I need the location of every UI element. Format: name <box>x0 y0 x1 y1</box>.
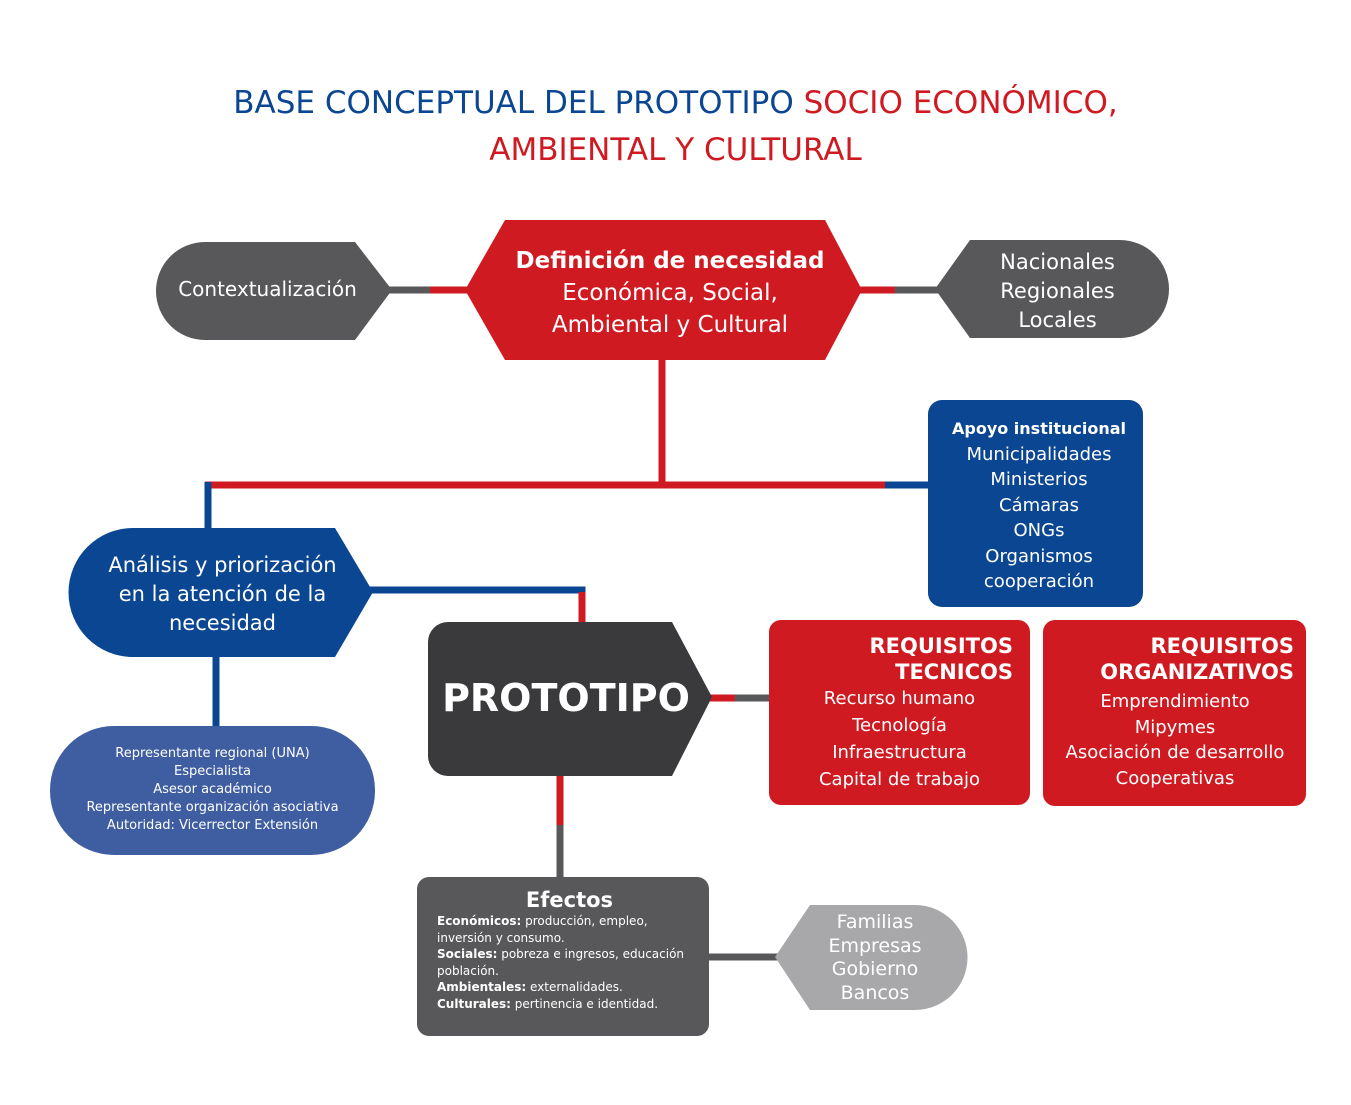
actor-item: Representante organización asociativa <box>86 800 339 815</box>
definicion-title: Definición de necesidad <box>515 248 825 274</box>
apoyo-item: ONGs <box>1013 520 1065 541</box>
actor-item: Representante regional (UNA) <box>115 746 310 761</box>
efecto-item: Económicos: producción, empleo, inversió… <box>437 913 702 946</box>
efectos-node: Efectos Económicos: producción, empleo, … <box>437 887 702 1012</box>
actor-item: Asesor académico <box>153 782 272 797</box>
efecto-item: Ambientales: externalidades. <box>437 979 702 996</box>
efecto-item: Culturales: pertinencia e identidad. <box>437 996 702 1013</box>
apoyo-item: cooperación <box>983 571 1095 592</box>
definicion-line: Ambiental y Cultural <box>551 312 789 338</box>
apoyo-item: Cámaras <box>999 494 1079 516</box>
req-item: Emprendimiento <box>1100 691 1250 712</box>
ambito-node: Nacionales Regionales Locales <box>955 248 1160 335</box>
title-line: REQUISITOS <box>1150 634 1294 658</box>
analisis-line: necesidad <box>169 611 276 635</box>
title-line: REQUISITOS <box>869 634 1013 658</box>
efecto-text: pobreza e ingresos, educación población. <box>437 947 685 978</box>
beneficiario-item: Familias <box>836 911 914 933</box>
req-item: Recurso humano <box>823 688 976 709</box>
apoyo-node: Apoyo institucional Municipalidades Mini… <box>930 416 1148 595</box>
beneficiario-item: Bancos <box>840 981 910 1004</box>
ambito-item: Locales <box>1018 308 1097 332</box>
prototipo-label: PROTOTIPO <box>442 676 690 720</box>
efecto-text: producción, empleo, inversión y consumo. <box>437 914 648 945</box>
efectos-shape <box>417 877 709 1036</box>
req-organizativos-node: REQUISITOS ORGANIZATIVOS Emprendimiento … <box>1046 633 1304 791</box>
apoyo-item: Ministerios <box>990 469 1088 490</box>
efecto-label: Sociales: <box>437 947 498 961</box>
efecto-text: pertinencia e identidad. <box>510 996 659 1011</box>
req-tecnicos-shape <box>769 620 1030 805</box>
ambito-shape <box>935 240 1169 338</box>
title-line: ORGANIZATIVOS <box>1100 660 1294 684</box>
req-item: Tecnología <box>852 715 947 736</box>
req-item: Infraestructura <box>832 742 967 763</box>
connector <box>368 586 586 626</box>
actores-node: Representante regional (UNA) Especialist… <box>55 745 370 835</box>
page-title: BASE CONCEPTUAL DEL PROTOTIPO SOCIO ECON… <box>0 80 1351 173</box>
prototipo-shape <box>428 622 712 776</box>
actor-item: Autoridad: Vicerrector Extensión <box>106 818 319 833</box>
analisis-line: Análisis y priorización <box>108 553 337 577</box>
analisis-line: en la atención de la <box>118 582 327 606</box>
efecto-item: Sociales: pobreza e ingresos, educación … <box>437 946 702 979</box>
efectos-title: Efectos <box>525 888 614 912</box>
apoyo-item: Municipalidades <box>966 443 1112 465</box>
efecto-label: Culturales: <box>437 996 511 1011</box>
ambito-item: Nacionales <box>1000 250 1115 274</box>
contextualizacion-label: Contextualización <box>178 277 357 301</box>
title-part1: BASE CONCEPTUAL DEL PROTOTIPO <box>233 85 804 121</box>
contextualizacion-shape <box>156 242 392 340</box>
title-part2: SOCIO ECONÓMICO, <box>803 85 1118 121</box>
definicion-line: Económica, Social, <box>562 280 778 306</box>
analisis-shape <box>68 528 373 657</box>
req-item: Cooperativas <box>1115 767 1235 789</box>
req-organizativos-title: REQUISITOS ORGANIZATIVOS <box>1046 633 1304 685</box>
efecto-label: Ambientales: <box>437 980 527 994</box>
req-tecnicos-node: REQUISITOS TECNICOS Recurso humano Tecno… <box>772 633 1027 793</box>
req-item: Asociación de desarrollo <box>1065 742 1285 763</box>
definicion-node: Definición de necesidad Económica, Socia… <box>490 245 850 341</box>
req-item: Capital de trabajo <box>818 769 980 790</box>
actores-shape <box>50 726 375 855</box>
req-tecnicos-title: REQUISITOS TECNICOS <box>772 633 1027 685</box>
analisis-node: Análisis y priorización en la atención d… <box>85 551 360 638</box>
efecto-text: externalidades. <box>526 980 623 994</box>
definicion-shape <box>465 220 862 360</box>
apoyo-item: Organismos <box>985 545 1093 567</box>
apoyo-shape <box>928 400 1143 607</box>
efecto-label: Económicos: <box>437 914 522 928</box>
beneficiarios-node: Familias Empresas Gobierno Bancos <box>790 911 960 1005</box>
actor-item: Especialista <box>173 764 252 779</box>
title-line: TECNICOS <box>895 660 1013 684</box>
req-item: Mipymes <box>1134 716 1216 738</box>
req-organizativos-shape <box>1043 620 1306 806</box>
title-part3: AMBIENTAL Y CULTURAL <box>489 131 862 168</box>
beneficiario-item: Gobierno <box>831 958 919 980</box>
beneficiario-item: Empresas <box>828 934 922 957</box>
ambito-item: Regionales <box>1000 279 1115 303</box>
apoyo-title: Apoyo institucional <box>951 419 1127 438</box>
beneficiarios-shape <box>775 905 968 1010</box>
